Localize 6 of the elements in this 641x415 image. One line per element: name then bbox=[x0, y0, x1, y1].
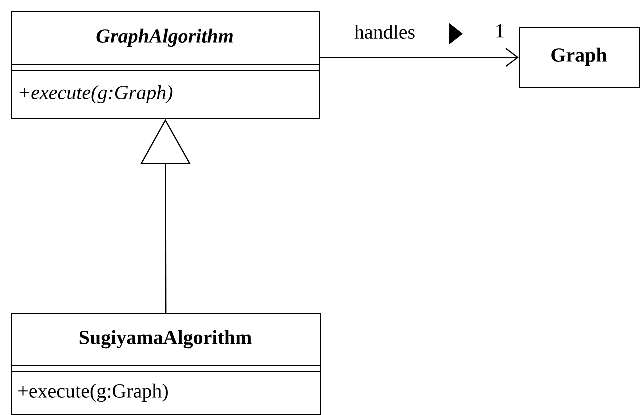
association-arrow bbox=[320, 48, 519, 68]
multiplicity: 1 bbox=[496, 24, 504, 38]
class-box: GraphAlgorithm +execute(g:Graph) bbox=[10, 11, 320, 120]
edge-label: handles bbox=[354, 24, 415, 40]
class-box: Graph bbox=[519, 27, 640, 88]
class-box: SugiyamaAlgorithm +execute(g:Graph) bbox=[10, 312, 322, 415]
